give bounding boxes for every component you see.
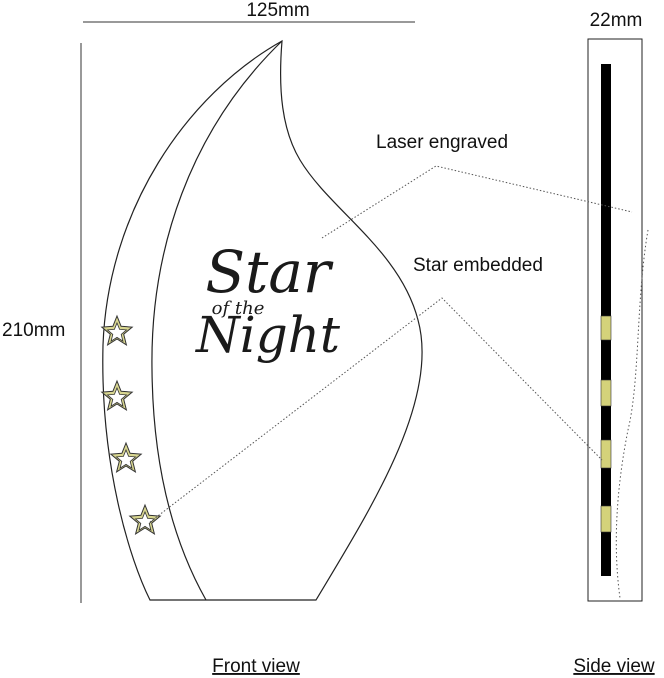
side-view-star-insert xyxy=(600,379,612,407)
height-dimension-label: 210mm xyxy=(2,320,65,341)
width-dimension-label: 125mm xyxy=(246,0,309,21)
engraving-line-of-the: of the xyxy=(212,298,265,319)
embedded-star-inner-icon xyxy=(115,448,137,469)
engraving-line-star: Star xyxy=(205,238,334,306)
side-view-star-insert xyxy=(600,315,612,341)
laser-engraved-callout: Laser engraved xyxy=(376,132,508,153)
side-view-outline xyxy=(587,38,643,602)
side-view-star-insert xyxy=(600,505,612,533)
side-view-profile-curve xyxy=(615,229,649,599)
side-view-caption: Side view xyxy=(573,656,655,677)
depth-dimension-label: 22mm xyxy=(590,10,643,31)
embedded-star-inner-icon xyxy=(134,510,156,531)
laser-engraved-leader xyxy=(321,165,633,239)
trophy-inner-curve xyxy=(151,40,283,601)
front-view-caption: Front view xyxy=(212,656,300,677)
embedded-star-inner-icon xyxy=(106,321,128,342)
embedded-star-inner-icon xyxy=(106,386,128,407)
embedded-stars xyxy=(100,314,162,535)
side-view-star-inserts xyxy=(600,315,612,533)
trophy-outline xyxy=(102,39,423,601)
engraving-line-night: Night xyxy=(195,306,341,364)
side-view-star-insert xyxy=(600,439,612,469)
star-embedded-callout: Star embedded xyxy=(413,255,543,276)
star-embedded-leader xyxy=(149,297,603,523)
